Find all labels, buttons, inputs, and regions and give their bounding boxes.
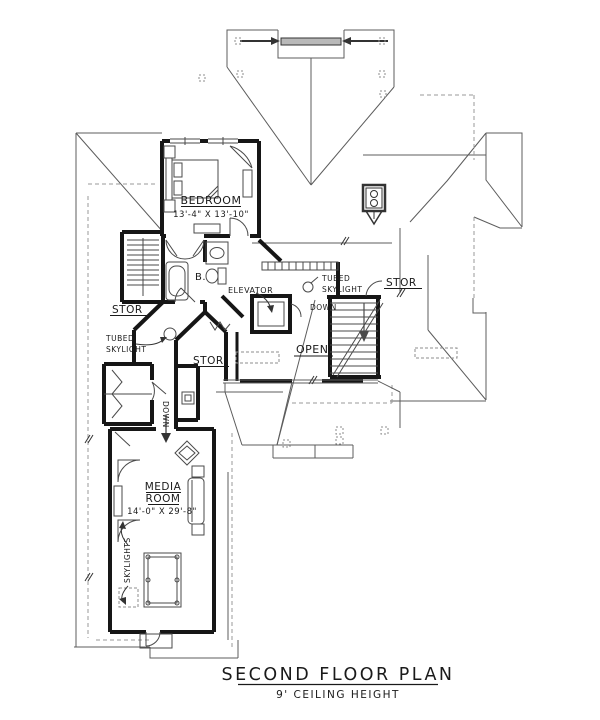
tubed-skylight-left-line2: SKYLIGHT [106, 345, 146, 354]
media-room-label-line2: ROOM [146, 493, 181, 505]
media-room-label-line1: MEDIA [145, 481, 182, 493]
toilet-tank [217, 267, 227, 285]
tubed-skylight-right-line1: TUBED [321, 274, 350, 283]
south-railing [223, 379, 378, 384]
bedroom-dims: 13'-4" X 13'-10" [173, 210, 249, 220]
sheet-subtitle: 9' CEILING HEIGHT [276, 689, 400, 701]
corner-unit [229, 145, 253, 169]
console-table [113, 485, 123, 517]
side-table [191, 523, 205, 536]
bath-fixtures [127, 238, 229, 301]
stairs [330, 299, 384, 378]
media-room-dims: 14'-0" X 29'-8" [127, 507, 197, 517]
skylight-box [118, 587, 139, 608]
tubed-skylight-symbols [163, 276, 319, 341]
sheet-title: SECOND FLOOR PLAN [221, 665, 454, 685]
nightstand [163, 199, 176, 213]
pool-table [143, 552, 182, 608]
annotation-arrows [119, 292, 274, 605]
stor-center-label: STOR [193, 355, 224, 367]
closet-shelf [181, 391, 195, 405]
dresser [193, 223, 221, 234]
roof-marker-squares [198, 37, 389, 448]
bedroom-windows [170, 137, 238, 145]
bed-fold [205, 185, 219, 199]
skylights-label: SKYLIGHTS [123, 537, 132, 583]
bathtub-inner [168, 265, 186, 297]
bed-pillow [173, 180, 183, 196]
down-corridor-label: DOWN [161, 401, 170, 428]
chimney-symbol [361, 183, 387, 226]
tubed-skylight-right-line2: SKYLIGHT [322, 285, 362, 294]
down-stairs-label: DOWN [310, 303, 337, 312]
bath-label: B. [195, 272, 206, 283]
tubed-skylight-left-arrow [135, 338, 165, 346]
stor-left-label: STOR [112, 304, 143, 316]
elevator-label: ELEVATOR [228, 286, 273, 295]
nightstand [163, 145, 176, 159]
attic-access-boxes [235, 347, 458, 364]
landing-bench [261, 261, 339, 271]
bedroom-furniture [163, 145, 253, 234]
break-ticks [84, 236, 406, 582]
bed-pillow [173, 162, 183, 178]
elevator-shaft [250, 294, 302, 334]
dresser [242, 169, 253, 198]
sofa [187, 477, 205, 525]
stor-right-label: STOR [386, 277, 417, 289]
tubed-skylight-left-line1: TUBED [105, 334, 134, 343]
media-room-furniture [113, 440, 205, 649]
toilet-bowl [205, 268, 219, 284]
louver-zigzag [209, 321, 231, 331]
bed [171, 159, 219, 199]
closet-shelves [127, 238, 159, 296]
roof-outline [74, 29, 523, 659]
corner-chair [174, 440, 200, 466]
door-stoop [139, 633, 173, 649]
sink [209, 247, 225, 259]
annotations: BEDROOM 13'-4" X 13'-10" B. ELEVATOR STO… [105, 194, 454, 701]
open-label: OPEN [296, 343, 328, 356]
fan-chair [117, 519, 141, 543]
bed-headboard [165, 157, 173, 201]
bedroom-label: BEDROOM [181, 194, 242, 207]
side-table [191, 465, 205, 478]
bathtub [165, 261, 189, 301]
vanity-counter [205, 241, 229, 265]
closet-details [104, 321, 231, 419]
porch-roof-outline [224, 380, 401, 459]
fan-chair [117, 459, 141, 483]
doors [114, 217, 383, 647]
